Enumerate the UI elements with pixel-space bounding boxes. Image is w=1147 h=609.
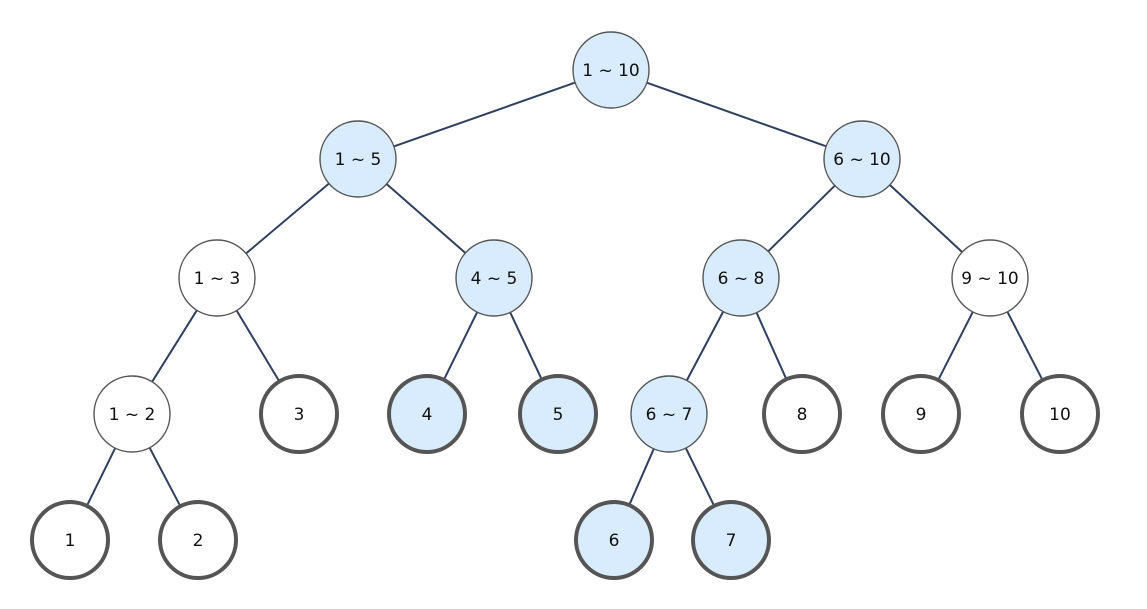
node-circle	[259, 374, 339, 454]
node-label: 1 ~ 3	[194, 269, 241, 289]
tree-node-1-10: 1 ~ 10	[572, 31, 650, 109]
node-label: 3	[294, 405, 305, 425]
node-label: 5	[553, 405, 564, 425]
tree-edge	[393, 81, 576, 148]
node-label: 8	[797, 405, 808, 425]
tree-node-2: 2	[158, 500, 238, 580]
tree-node-4-5: 4 ~ 5	[455, 239, 533, 317]
node-label: 9 ~ 10	[961, 269, 1019, 289]
tree-node-6-7: 6 ~ 7	[630, 375, 708, 453]
node-circle	[823, 120, 901, 198]
node-label: 10	[1049, 405, 1071, 425]
tree-edge	[937, 311, 974, 381]
node-circle	[93, 375, 171, 453]
node-circle	[691, 500, 771, 580]
node-layer: 1 ~ 10 1 ~ 5 6 ~ 10 1 ~ 3 4 ~ 5 6 ~ 8 9 ~ 10 1 …	[30, 31, 1100, 580]
node-circle	[630, 375, 708, 453]
node-label: 2	[193, 531, 204, 551]
node-circle	[574, 500, 654, 580]
tree-edge	[148, 447, 182, 507]
node-label: 1 ~ 2	[109, 405, 156, 425]
node-label: 6	[609, 531, 620, 551]
tree-edge	[628, 448, 655, 506]
tree-node-4: 4	[387, 374, 467, 454]
node-label: 1	[65, 531, 76, 551]
node-label: 9	[916, 405, 927, 425]
tree-node-9-10: 9 ~ 10	[951, 239, 1029, 317]
node-circle	[518, 374, 598, 454]
node-circle	[387, 374, 467, 454]
tree-edge	[245, 182, 330, 255]
edge-layer	[85, 81, 1044, 507]
node-circle	[319, 120, 397, 198]
tree-node-1-3: 1 ~ 3	[178, 239, 256, 317]
tree-edge	[684, 447, 716, 507]
tree-edge	[685, 311, 725, 381]
node-circle	[30, 500, 110, 580]
node-label: 4 ~ 5	[471, 269, 518, 289]
tree-edge	[85, 447, 117, 507]
tree-node-1-2: 1 ~ 2	[93, 375, 171, 453]
tree-node-6-8: 6 ~ 8	[702, 239, 780, 317]
node-circle	[178, 239, 256, 317]
node-circle	[762, 374, 842, 454]
tree-edge	[385, 183, 467, 254]
tree-node-6-10: 6 ~ 10	[823, 120, 901, 198]
tree-node-1: 1	[30, 500, 110, 580]
node-label: 1 ~ 5	[335, 150, 382, 170]
tree-node-5: 5	[518, 374, 598, 454]
node-label: 7	[726, 531, 737, 551]
tree-node-8: 8	[762, 374, 842, 454]
tree-edge	[151, 309, 198, 383]
node-circle	[455, 239, 533, 317]
node-circle	[158, 500, 238, 580]
tree-node-9: 9	[881, 374, 961, 454]
node-label: 6 ~ 8	[718, 269, 765, 289]
tree-node-10: 10	[1020, 374, 1100, 454]
tree-edge	[442, 311, 479, 381]
tree-node-6: 6	[574, 500, 654, 580]
tree-edge	[1006, 311, 1044, 381]
tree-edge	[767, 184, 836, 253]
node-circle	[702, 239, 780, 317]
node-circle	[951, 239, 1029, 317]
tree-node-1-5: 1 ~ 5	[319, 120, 397, 198]
tree-edge	[889, 184, 963, 253]
tree-node-3: 3	[259, 374, 339, 454]
node-label: 1 ~ 10	[582, 61, 640, 81]
node-circle	[1020, 374, 1100, 454]
tree-edge	[509, 311, 543, 381]
tree-node-7: 7	[691, 500, 771, 580]
node-circle	[881, 374, 961, 454]
node-circle	[572, 31, 650, 109]
tree-edge	[646, 81, 827, 148]
node-label: 6 ~ 10	[833, 150, 891, 170]
tree-edge	[235, 309, 281, 383]
node-label: 6 ~ 7	[646, 405, 693, 425]
tree-edge	[755, 312, 788, 380]
node-label: 4	[422, 405, 433, 425]
